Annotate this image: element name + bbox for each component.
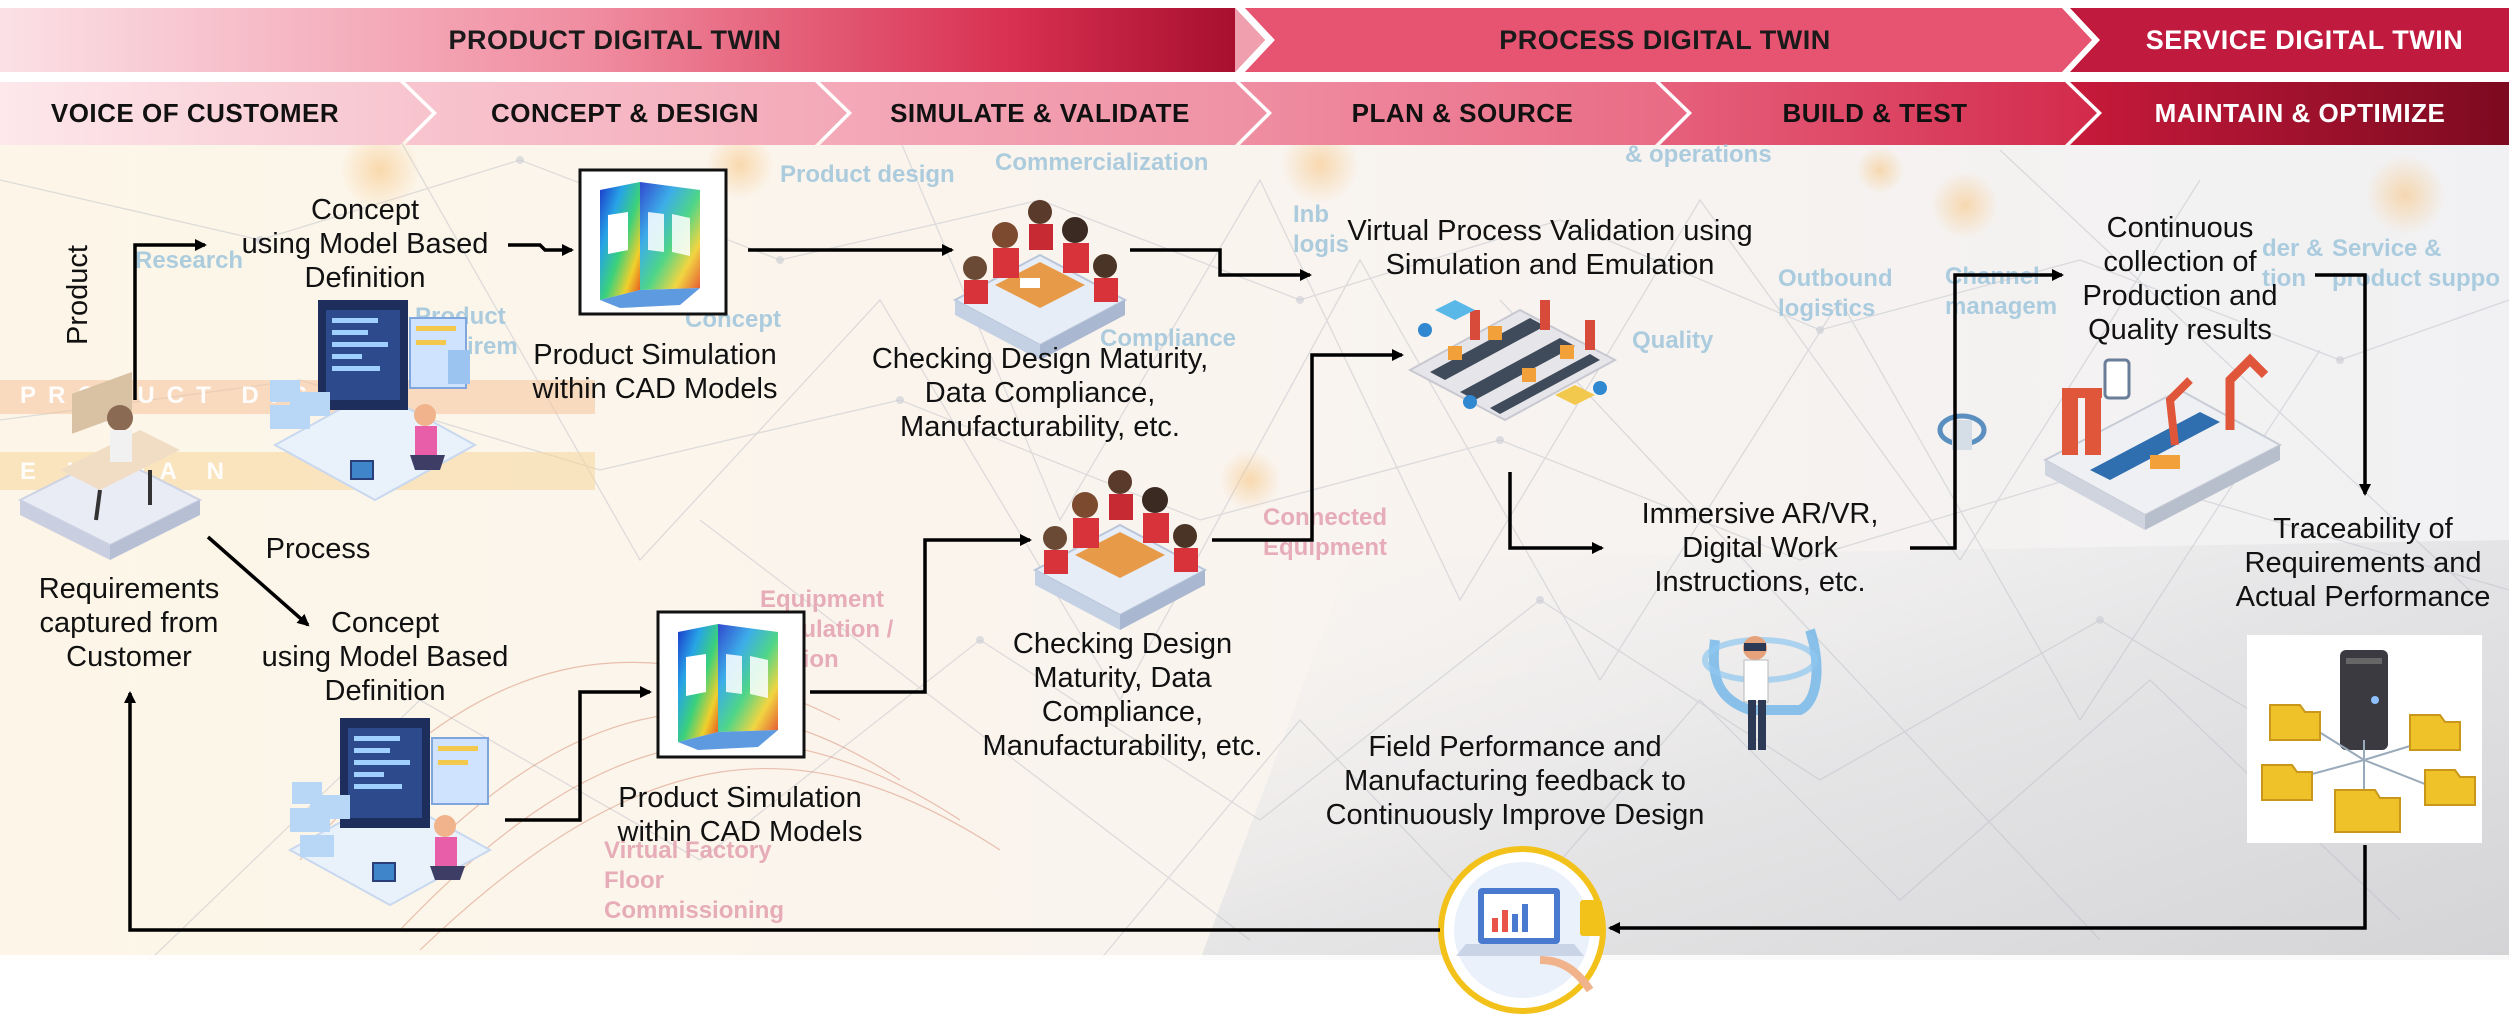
label-feedback: Field Performance and Manufacturing feed… — [1325, 731, 1705, 831]
robot-production-cell-illustration — [2042, 353, 2283, 530]
cad-simulation-image-bottom — [656, 610, 806, 759]
bg-word-compliance: Compliance — [1100, 325, 1237, 352]
bg-word-commercialization: Commercialization — [995, 149, 1209, 176]
band-service-digital-twin: SERVICE DIGITAL TWIN — [2145, 24, 2464, 55]
sync-icon — [1937, 413, 1987, 450]
label-checking-top: Checking Design Maturity, Data Complianc… — [871, 343, 1209, 443]
feedback-laptop-icon — [1438, 846, 1606, 1014]
stage-maintain-optimize: MAINTAIN & OPTIMIZE — [2154, 98, 2446, 128]
server-folders-image — [2247, 635, 2482, 843]
label-immersive: Immersive AR/VR, Digital Work Instructio… — [1641, 498, 1879, 598]
label-checking-bottom: Checking Design Maturity, Data Complianc… — [982, 628, 1263, 762]
bg-word-operations: & operations — [1625, 141, 1772, 168]
virtual-factory-line-illustration — [1407, 300, 1618, 422]
label-traceability: Traceability of Requirements and Actual … — [2235, 513, 2491, 613]
bg-word-equipment: Equipment simulation / ulation — [760, 586, 894, 673]
concept-developer-illustration-bottom — [287, 718, 493, 907]
stage-voice-of-customer: VOICE OF CUSTOMER — [50, 98, 340, 128]
bg-word-virtual-factory: Virtual Factory Floor Commissioning — [604, 837, 785, 924]
label-product-branch: Product — [62, 245, 94, 345]
label-requirements: Requirements captured from Customer — [38, 573, 220, 673]
bg-word-order: der & tion — [2262, 235, 2324, 292]
band-process-digital-twin: PROCESS DIGITAL TWIN — [1499, 24, 1831, 55]
bg-word-quality: Quality — [1632, 327, 1714, 354]
bg-word-outbound: Outbound logistics — [1778, 265, 1893, 322]
band-product-digital-twin: PRODUCT DIGITAL TWIN — [448, 24, 782, 55]
bg-word-product-design: Product design — [780, 161, 955, 188]
customer-desk-illustration — [17, 371, 203, 560]
stage-simulate-validate: SIMULATE & VALIDATE — [890, 98, 1190, 128]
label-concept-top: Concept using Model Based Definition — [241, 194, 489, 294]
stage-plan-source: PLAN & SOURCE — [1351, 98, 1574, 128]
label-virtual-process: Virtual Process Validation using Simulat… — [1347, 215, 1753, 281]
label-concept-bottom: Concept using Model Based Definition — [261, 607, 509, 707]
label-process-branch: Process — [265, 533, 371, 565]
cad-simulation-image-top — [578, 168, 728, 316]
concept-developer-illustration-top — [270, 300, 478, 502]
label-simulation-bottom: Product Simulation within CAD Models — [617, 782, 863, 848]
label-simulation-top: Product Simulation within CAD Models — [532, 339, 778, 405]
design-review-meeting-illustration-bottom — [1032, 470, 1208, 630]
label-continuous: Continuous collection of Production and … — [2082, 212, 2278, 346]
bg-word-service: Service & product suppo — [2332, 235, 2500, 292]
bg-word-research: Research — [135, 247, 244, 274]
design-review-meeting-illustration-top — [952, 200, 1128, 360]
ar-vr-person-illustration — [1702, 628, 1822, 750]
bg-word-inbound: Inb logis — [1293, 201, 1350, 258]
stage-build-test: BUILD & TEST — [1782, 98, 1968, 128]
stage-concept-design: CONCEPT & DESIGN — [490, 98, 760, 128]
